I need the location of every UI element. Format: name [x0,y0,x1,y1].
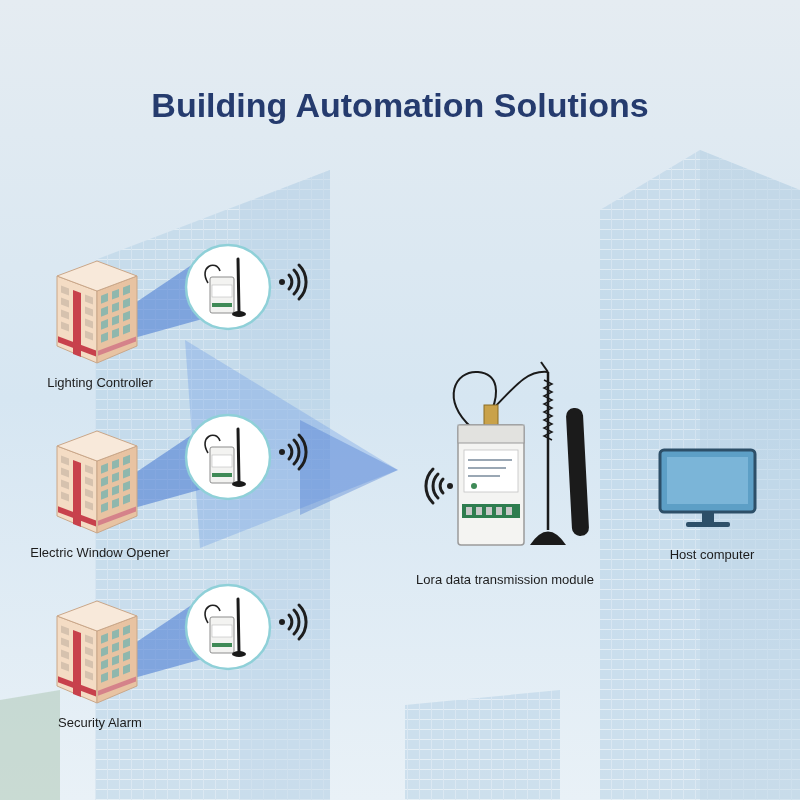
host-computer-icon [702,512,714,523]
signal-beams [132,262,398,678]
lora-module [471,483,477,489]
building-icon [57,431,137,533]
lora-module [506,507,512,515]
node-label: Electric Window Opener [30,545,169,561]
node-label: Lora data transmission module [416,572,594,588]
node-label: Host computer [670,547,755,563]
wireless-symbol [426,469,453,503]
host-computer-icon [667,457,748,504]
module-node: Lora data transmission module [413,570,597,590]
wireless-symbol [279,265,306,299]
diagram-title: Building Automation Solutions [0,86,800,125]
lora-module [492,372,548,410]
terminal-circle [186,245,270,669]
building-node: Security Alarm [55,713,145,733]
terminal-circle [205,429,246,487]
lora-module [547,372,550,530]
building-icon [57,601,137,703]
host-computer-icon [660,450,755,527]
lora-module [468,475,500,477]
node-label: Lighting Controller [47,375,153,391]
computer-node: Host computer [667,545,758,565]
background-towers [0,150,800,800]
lora-module [530,532,566,546]
lora-module [476,507,482,515]
lora-module [566,408,590,537]
lora-module [486,507,492,515]
terminal-circle [186,245,270,329]
lora-module [544,380,552,440]
building-node: Electric Window Opener [27,543,172,563]
node-label: Security Alarm [58,715,142,731]
lora-module [464,450,518,492]
building-icon [57,261,137,703]
lora-module [462,504,520,518]
lora-module [484,405,498,427]
lora-module [458,425,524,443]
lora-module [468,467,506,469]
lora-module [454,362,590,545]
terminal-circle [205,259,246,317]
lora-module [458,425,524,545]
building-icon [57,261,137,363]
terminal-circle [186,585,270,669]
lora-module [468,459,512,461]
host-computer-icon [660,450,755,512]
signal-beams [185,340,398,548]
lora-module [466,507,472,515]
background-towers [0,690,60,800]
signal-beams [300,420,398,515]
host-computer-icon [686,522,730,527]
lora-module [541,362,548,372]
lora-module [496,507,502,515]
terminal-circle [186,415,270,499]
background-towers [405,690,560,800]
wireless-symbol [279,435,306,469]
background-towers [600,150,800,800]
terminal-circle [205,599,246,657]
building-node: Lighting Controller [44,373,156,393]
wireless-symbol [279,605,306,639]
